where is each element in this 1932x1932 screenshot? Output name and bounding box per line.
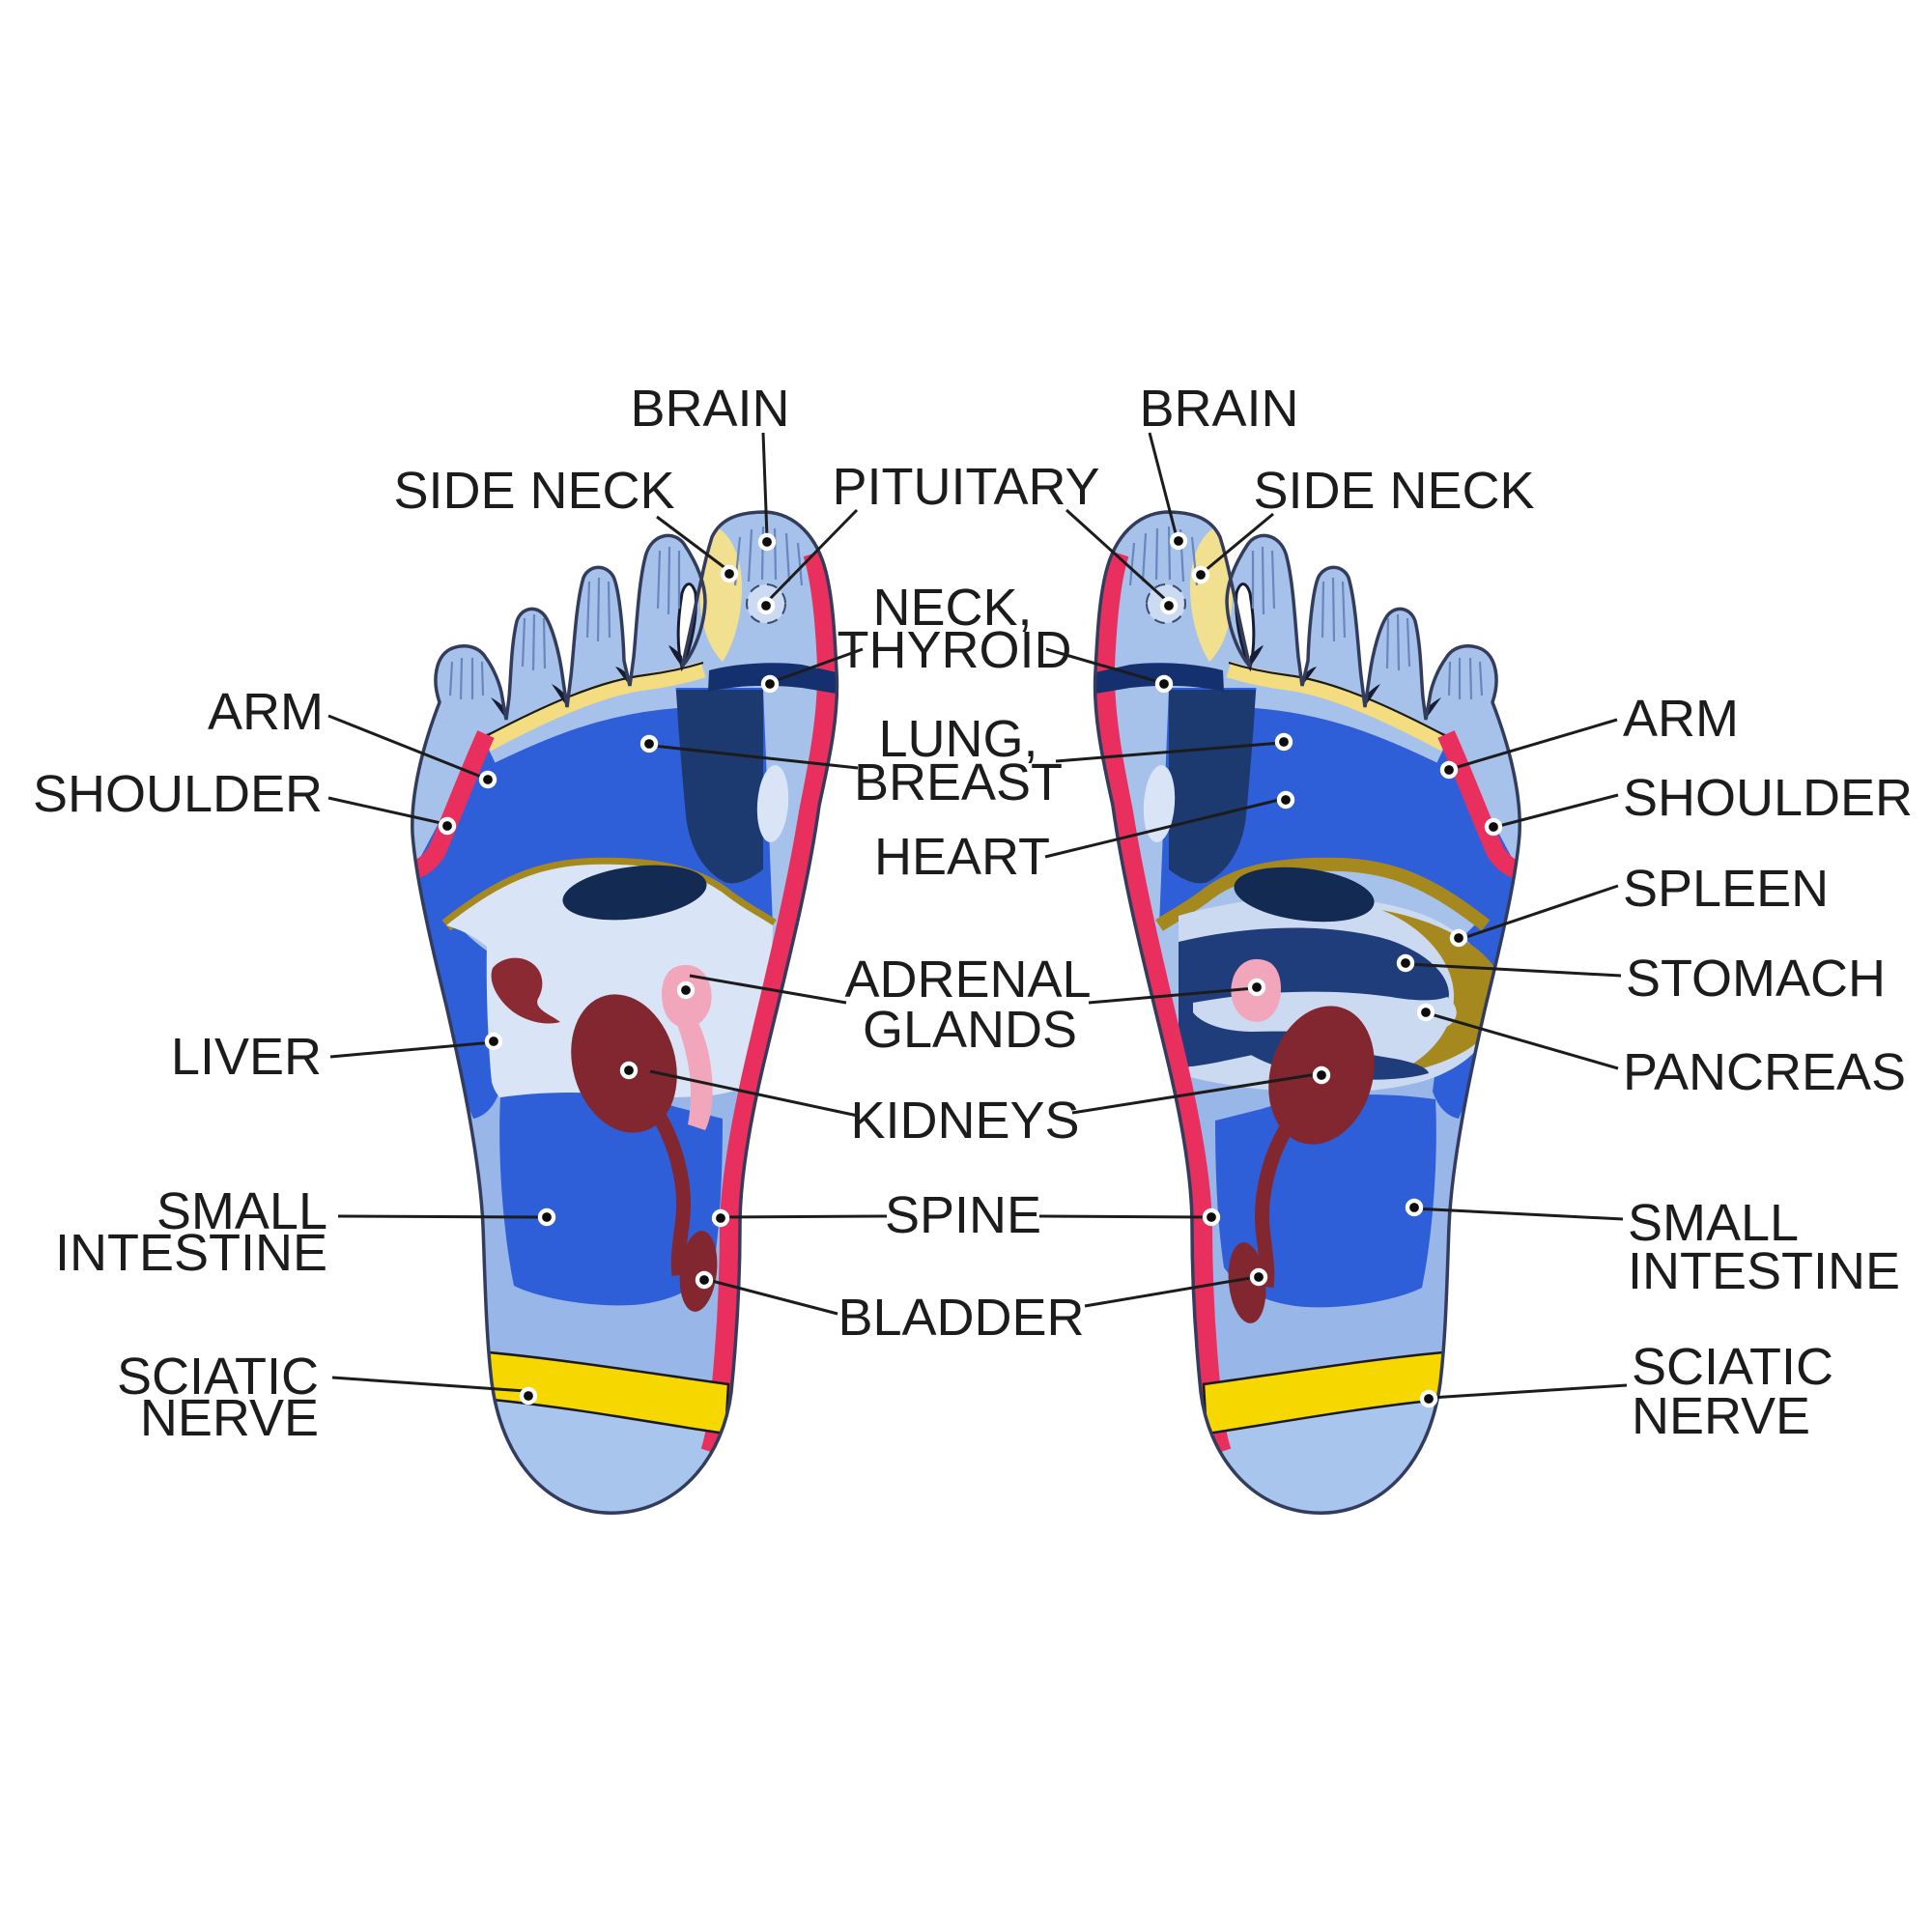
svg-text:SIDE NECK: SIDE NECK <box>393 462 674 520</box>
svg-text:NERVE: NERVE <box>1632 1387 1810 1445</box>
svg-text:SHOULDER: SHOULDER <box>33 765 323 823</box>
svg-text:PANCREAS: PANCREAS <box>1623 1043 1906 1101</box>
svg-text:BLADDER: BLADDER <box>838 1289 1084 1347</box>
svg-text:SPINE: SPINE <box>885 1186 1041 1244</box>
svg-text:LIVER: LIVER <box>171 1028 322 1086</box>
svg-text:SCIATIC: SCIATIC <box>1632 1338 1833 1396</box>
svg-text:SHOULDER: SHOULDER <box>1623 769 1913 827</box>
svg-text:ARM: ARM <box>1623 690 1739 748</box>
svg-text:BREAST: BREAST <box>854 753 1063 811</box>
svg-text:SMALL: SMALL <box>1628 1194 1799 1252</box>
svg-text:PITUITARY: PITUITARY <box>832 458 1099 516</box>
svg-text:ADRENAL: ADRENAL <box>844 951 1091 1009</box>
svg-text:INTESTINE: INTESTINE <box>1628 1242 1900 1300</box>
svg-text:STOMACH: STOMACH <box>1626 950 1886 1008</box>
svg-text:BRAIN: BRAIN <box>630 380 789 438</box>
svg-text:SPLEEN: SPLEEN <box>1623 860 1829 918</box>
svg-text:NECK,: NECK, <box>872 579 1032 637</box>
svg-text:THYROID: THYROID <box>838 621 1072 679</box>
svg-text:HEART: HEART <box>874 828 1050 886</box>
svg-text:SIDE NECK: SIDE NECK <box>1253 462 1534 520</box>
svg-text:LUNG,: LUNG, <box>878 710 1037 768</box>
svg-text:INTESTINE: INTESTINE <box>55 1224 327 1282</box>
svg-text:SCIATIC: SCIATIC <box>117 1348 319 1406</box>
svg-text:SMALL: SMALL <box>156 1182 327 1240</box>
svg-text:GLANDS: GLANDS <box>863 1001 1077 1059</box>
svg-text:NERVE: NERVE <box>140 1389 319 1447</box>
svg-text:KIDNEYS: KIDNEYS <box>850 1092 1079 1150</box>
svg-text:BRAIN: BRAIN <box>1139 380 1298 438</box>
svg-text:ARM: ARM <box>208 683 324 741</box>
